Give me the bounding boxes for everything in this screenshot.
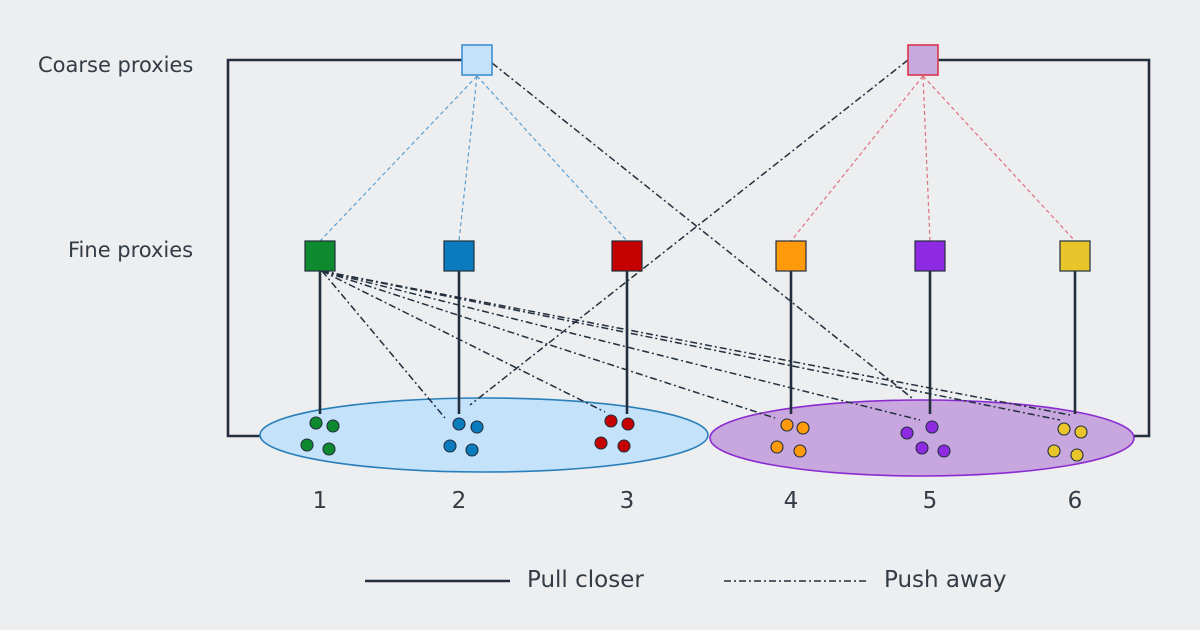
sample-dot [1074,425,1088,439]
sample-dot [1047,444,1061,458]
fine-pull-lines [318,271,1077,414]
sample-dot [326,419,340,433]
coarse-link-6 [922,75,1076,242]
sample-dots-6 [1047,422,1088,462]
sample-dot [1070,448,1084,462]
coarse-fine-links [319,75,1076,242]
column-number-2: 2 [452,488,467,514]
cluster-ellipse-purple [709,399,1135,477]
sample-dot [604,414,618,428]
sample-dots-2 [443,417,484,457]
sample-dot [443,439,457,453]
sample-dot [1057,422,1071,436]
column-number-5: 5 [923,488,938,514]
coarse-link-2 [458,75,478,242]
fine-proxy-6 [1059,240,1091,272]
sample-dot [796,421,810,435]
sample-dot [617,439,631,453]
column-number-3: 3 [620,488,635,514]
sample-dot [770,440,784,454]
push-line-coarse-blue [491,62,913,399]
sample-dot [793,444,807,458]
sample-dots-1 [300,416,340,456]
sample-dot [309,416,323,430]
push-line-coarse-purple [469,59,909,406]
coarse-proxies-label: Coarse proxies [38,53,193,77]
sample-dot [594,436,608,450]
fine-proxies-label: Fine proxies [68,238,193,262]
push-line-fine1-2 [321,270,446,419]
fine-proxy-3 [611,240,643,272]
coarse-link-1 [319,75,478,242]
legend-pull-label: Pull closer [527,567,644,593]
push-away-lines [321,59,1071,421]
push-line-fine1-6b [321,270,1071,416]
column-number-1: 1 [313,488,328,514]
push-line-fine1-3 [321,270,606,413]
sample-dot [452,417,466,431]
sample-dot [465,443,479,457]
sample-dot [470,420,484,434]
fine-proxy-1 [304,240,336,272]
sample-dot [937,444,951,458]
fine-proxy-2 [443,240,475,272]
legend-push-label: Push away [884,567,1007,593]
sample-dot [915,441,929,455]
coarse-proxy-blue [461,44,493,76]
column-number-4: 4 [784,488,799,514]
coarse-link-3 [476,75,628,242]
push-line-fine1-5 [321,270,921,421]
sample-dot [300,438,314,452]
column-numbers: 1 2 3 4 5 6 [313,488,1083,514]
sample-dot [780,418,794,432]
column-number-6: 6 [1068,488,1083,514]
coarse-link-4 [790,75,924,242]
sample-dots-4 [770,418,810,458]
cluster-ellipse-blue [259,397,709,473]
coarse-proxy-purple [907,44,939,76]
sample-dot [621,417,635,431]
legend: Pull closer Push away [365,567,1007,593]
coarse-blue-pull-frame [226,58,462,438]
fine-proxy-5 [914,240,946,272]
push-line-fine1-6a [321,270,1061,421]
push-line-fine1-4 [321,270,776,419]
sample-dots-3 [594,414,635,453]
sample-dot [925,420,939,434]
coarse-link-5 [922,75,931,242]
sample-dot [322,442,336,456]
sample-dot [900,426,914,440]
coarse-purple-pull-frame [938,58,1151,438]
sample-dots-5 [900,420,951,458]
fine-proxy-4 [775,240,807,272]
